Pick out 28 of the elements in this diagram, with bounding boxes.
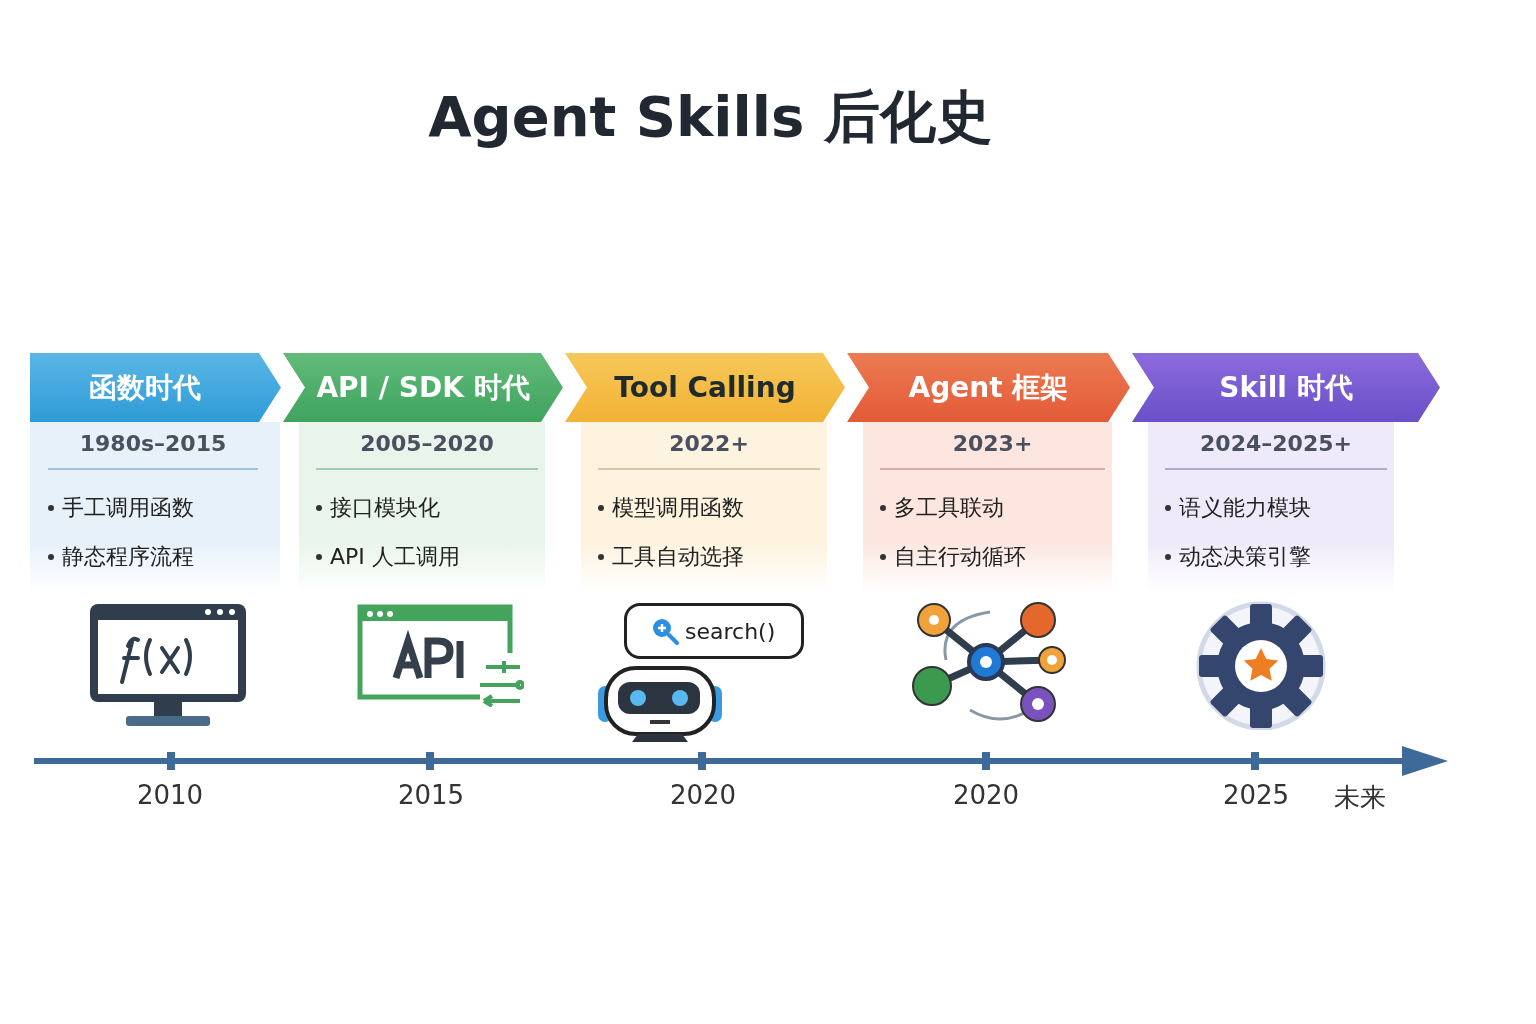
year-label: 2010 xyxy=(136,780,204,810)
bullet-item: 自主行动循环 xyxy=(878,542,1026,572)
date-range: 2005–2020 xyxy=(359,431,495,456)
bullet-item: 工具自动选择 xyxy=(596,542,744,572)
year-label: 2015 xyxy=(397,780,465,810)
chevron-header: API / SDK 时代 xyxy=(283,353,563,422)
chevron-header: Agent 框架 xyxy=(847,353,1130,422)
diagram-title: Agent Skills 后化史 xyxy=(427,83,993,151)
bullet-item: 语义能力模块 xyxy=(1163,493,1311,523)
bullet-item: API 人工调用 xyxy=(314,542,460,572)
date-range: 2023+ xyxy=(951,431,1034,456)
bullet-item: 接口模块化 xyxy=(314,493,440,523)
bullet-item: 手工调用函数 xyxy=(46,493,194,523)
code-text: search() xyxy=(685,618,776,644)
date-range: 1980s–2015 xyxy=(78,431,228,456)
bullet-item: 模型调用函数 xyxy=(596,493,744,523)
date-range: 2022+ xyxy=(668,431,750,456)
chevron-header: Tool Calling xyxy=(565,353,845,422)
bullet-item: 动态决策引擎 xyxy=(1163,542,1311,572)
year-label: 2020 xyxy=(952,780,1020,810)
chevron-header: 函数时代 xyxy=(30,353,281,422)
date-range: 2024–2025+ xyxy=(1199,431,1353,456)
year-label: 2020 xyxy=(669,780,737,810)
year-label: 2025 xyxy=(1222,780,1290,810)
chevron-header: Skill 时代 xyxy=(1132,353,1440,422)
bullet-item: 多工具联动 xyxy=(878,493,1004,523)
bullet-item: 静态程序流程 xyxy=(46,542,194,572)
year-label: 未来 xyxy=(1334,781,1386,814)
